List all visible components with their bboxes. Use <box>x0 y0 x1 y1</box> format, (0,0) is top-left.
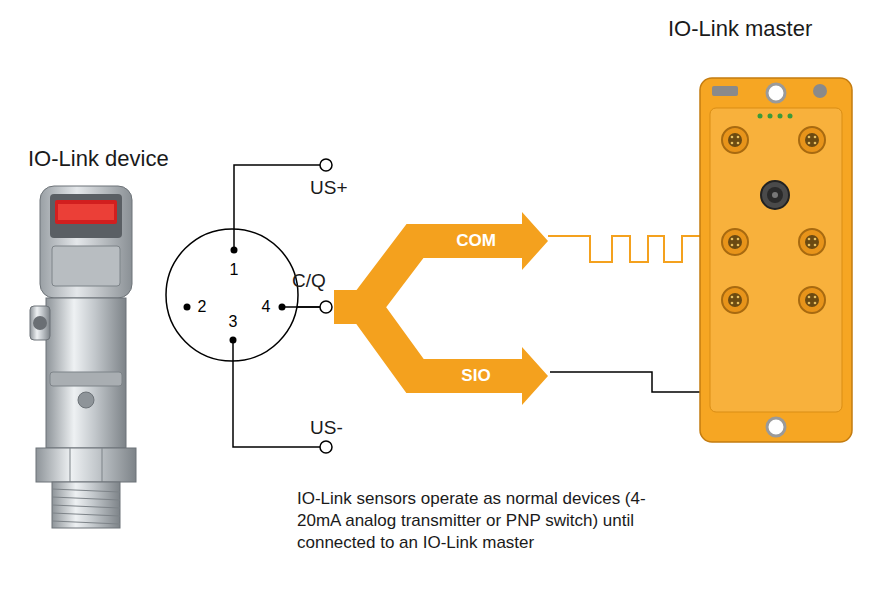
terminals <box>320 159 332 453</box>
connector-pinout: 1 2 4 3 <box>164 227 300 363</box>
caption-note: IO-Link sensors operate as normal device… <box>297 488 677 554</box>
m12-port <box>799 127 825 153</box>
nut-edge <box>70 448 71 482</box>
signal-connector <box>297 307 422 376</box>
mode-arrow: SIO <box>420 347 548 405</box>
terminal <box>320 441 332 453</box>
mode-name: SIO <box>461 366 490 386</box>
supply-wire <box>234 165 320 229</box>
pin-dot <box>231 247 238 254</box>
mode-name: COM <box>456 231 496 251</box>
connector-face <box>33 316 47 330</box>
m12-ports <box>722 127 825 313</box>
arrow-body: COM <box>420 224 522 258</box>
m12-port <box>799 229 825 255</box>
master-illustration <box>700 78 852 442</box>
terminal <box>320 159 332 171</box>
pin-dot <box>184 304 191 311</box>
hex-nut <box>36 448 136 482</box>
signal-pin-name: C/Q <box>292 270 326 293</box>
connector-circle <box>166 229 298 361</box>
thread-lines <box>52 489 120 524</box>
sensor-head <box>40 186 132 298</box>
pin-dot <box>279 304 286 311</box>
status-leds <box>758 114 793 119</box>
mounting-hole <box>767 418 785 436</box>
sensor-body <box>46 298 126 448</box>
body-screw <box>78 392 94 408</box>
pinout-outline <box>164 227 300 363</box>
pin-dot <box>230 337 237 344</box>
body-ring <box>50 372 122 386</box>
sensor-illustration <box>30 186 136 528</box>
arrow-polygon <box>420 212 548 270</box>
sio-switch-signal <box>550 372 700 392</box>
m12-port <box>722 127 748 153</box>
signal-wire <box>297 306 320 308</box>
master-housing <box>700 78 852 442</box>
display-bezel <box>50 194 122 238</box>
mode-arrow: COM <box>420 212 548 270</box>
terminal <box>320 301 332 313</box>
ground-wire <box>233 361 320 447</box>
nut-edge <box>102 448 103 482</box>
display-glow <box>58 204 114 220</box>
pin-number: 2 <box>198 299 207 315</box>
arrow-polygon <box>420 347 548 405</box>
m12-port <box>722 287 748 313</box>
pin-number: 4 <box>262 299 271 315</box>
signal-wire <box>297 306 320 308</box>
ground-signal-name: US- <box>310 417 343 440</box>
arrow-body: SIO <box>420 359 522 393</box>
m12-port <box>722 229 748 255</box>
logo-badge <box>813 84 827 98</box>
keypad <box>52 246 120 286</box>
master-panel <box>710 108 842 412</box>
device-title: IO-Link device <box>28 146 169 172</box>
com-waveform <box>548 236 722 262</box>
red-display <box>55 200 117 224</box>
thread <box>52 482 120 528</box>
pin-number: 1 <box>230 262 239 278</box>
mounting-hole <box>767 84 785 102</box>
m12-connector <box>30 306 50 340</box>
mode-fork-branch <box>334 307 422 376</box>
supply-signal-name: US+ <box>310 177 348 200</box>
pin-number: 3 <box>229 314 238 330</box>
logo-plate <box>712 86 738 96</box>
m12-port <box>799 287 825 313</box>
master-title: IO-Link master <box>668 16 812 42</box>
ethernet-port <box>761 181 789 209</box>
